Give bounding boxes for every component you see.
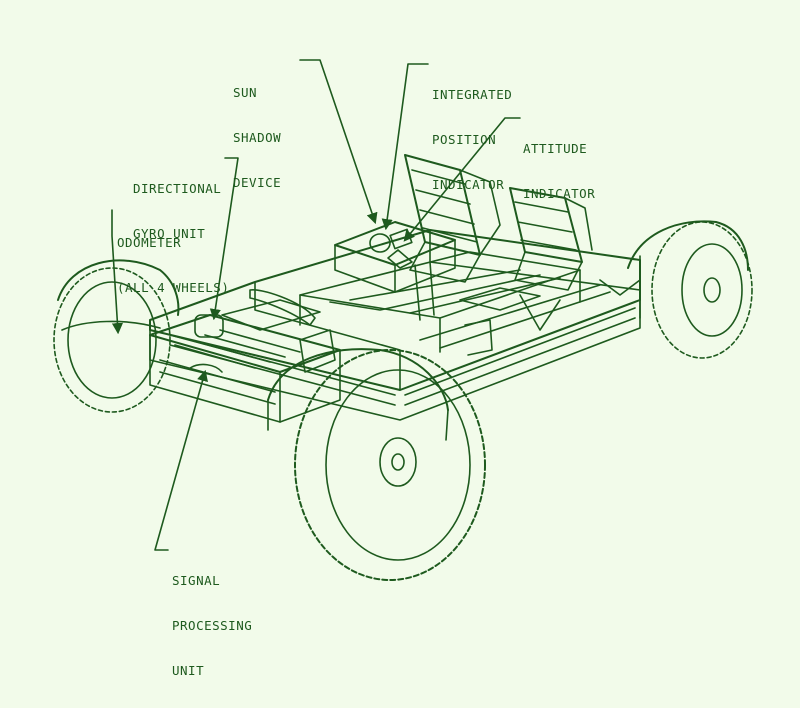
label-directional-gyro-unit: DIRECTIONAL GYRO UNIT — [133, 151, 221, 271]
label-line: PROCESSING — [172, 618, 253, 633]
label-line: SIGNAL — [172, 573, 221, 588]
label-odometer: ODOMETER (ALL 4 WHEELS) — [117, 205, 229, 325]
front-frame — [221, 289, 493, 373]
leader-sun-shadow-device — [299, 59, 378, 225]
label-line: ATTITUDE — [523, 141, 588, 156]
label-line: ODOMETER — [117, 235, 182, 250]
leader-directional-gyro-unit — [209, 157, 239, 321]
front-left-wheel — [267, 348, 486, 581]
label-attitude-indicator: ATTITUDE INDICATOR — [523, 111, 595, 231]
label-line: GYRO UNIT — [133, 226, 206, 241]
label-line: SUN — [233, 85, 258, 100]
leader-integrated-position-indicator — [381, 63, 429, 231]
label-signal-processing-unit: SIGNAL PROCESSING UNIT — [172, 543, 252, 708]
seats — [404, 154, 593, 291]
label-line: INDICATOR — [432, 177, 505, 192]
leader-signal-processing-unit — [154, 369, 208, 551]
label-sun-shadow-device: SUN SHADOW DEVICE — [233, 55, 281, 220]
label-line: INTEGRATED — [432, 87, 513, 102]
front-right-wheel — [627, 220, 753, 359]
label-line: DEVICE — [233, 175, 282, 190]
label-line: UNIT — [172, 663, 205, 678]
diagram-canvas: SUN SHADOW DEVICE INTEGRATED POSITION IN… — [53, 55, 753, 678]
label-line: DIRECTIONAL — [133, 181, 222, 196]
leader-odometer — [111, 209, 124, 335]
label-line: (ALL 4 WHEELS) — [117, 280, 230, 295]
label-line: INDICATOR — [523, 186, 596, 201]
rear-electronics-pack — [149, 314, 341, 423]
label-integrated-position-indicator: INTEGRATED POSITION INDICATOR — [432, 57, 512, 222]
chassis — [149, 229, 641, 421]
lunar-rover-drawing — [53, 59, 753, 581]
control-console — [334, 221, 456, 321]
label-line: POSITION — [432, 132, 497, 147]
label-line: SHADOW — [233, 130, 282, 145]
leader-attitude-indicator — [403, 117, 521, 242]
